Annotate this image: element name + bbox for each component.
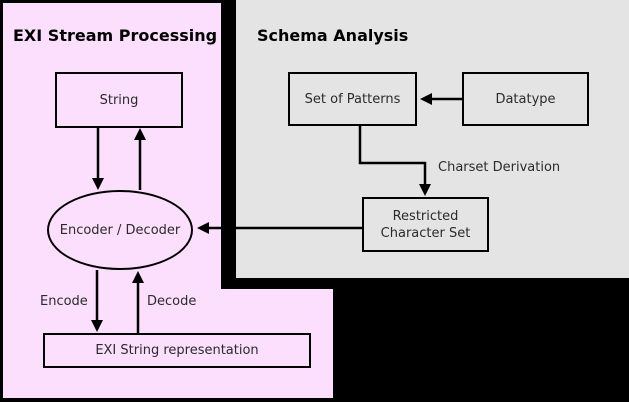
exi-panel-title: EXI Stream Processing — [13, 26, 218, 45]
decode-edge-label: Decode — [147, 294, 197, 309]
node-encoder-decoder-label: Encoder / Decoder — [59, 222, 181, 238]
node-exi-string-representation: EXI String representation — [43, 333, 311, 368]
node-string-label: String — [99, 92, 139, 108]
node-restricted-character-set-label-line1: Restricted — [392, 208, 459, 224]
node-set-of-patterns: Set of Patterns — [288, 72, 417, 126]
node-datatype: Datatype — [462, 72, 589, 126]
node-encoder-decoder: Encoder / Decoder — [47, 190, 193, 270]
charset-derivation-edge-label: Charset Derivation — [438, 160, 561, 175]
schema-panel-title: Schema Analysis — [257, 26, 409, 45]
node-exi-string-representation-label: EXI String representation — [95, 343, 259, 358]
node-datatype-label: Datatype — [495, 91, 556, 107]
node-restricted-character-set: Restricted Character Set — [362, 197, 489, 252]
node-restricted-character-set-label-line2: Character Set — [380, 225, 471, 241]
node-string: String — [55, 72, 183, 128]
node-set-of-patterns-label: Set of Patterns — [304, 91, 401, 107]
encode-edge-label: Encode — [40, 294, 88, 309]
